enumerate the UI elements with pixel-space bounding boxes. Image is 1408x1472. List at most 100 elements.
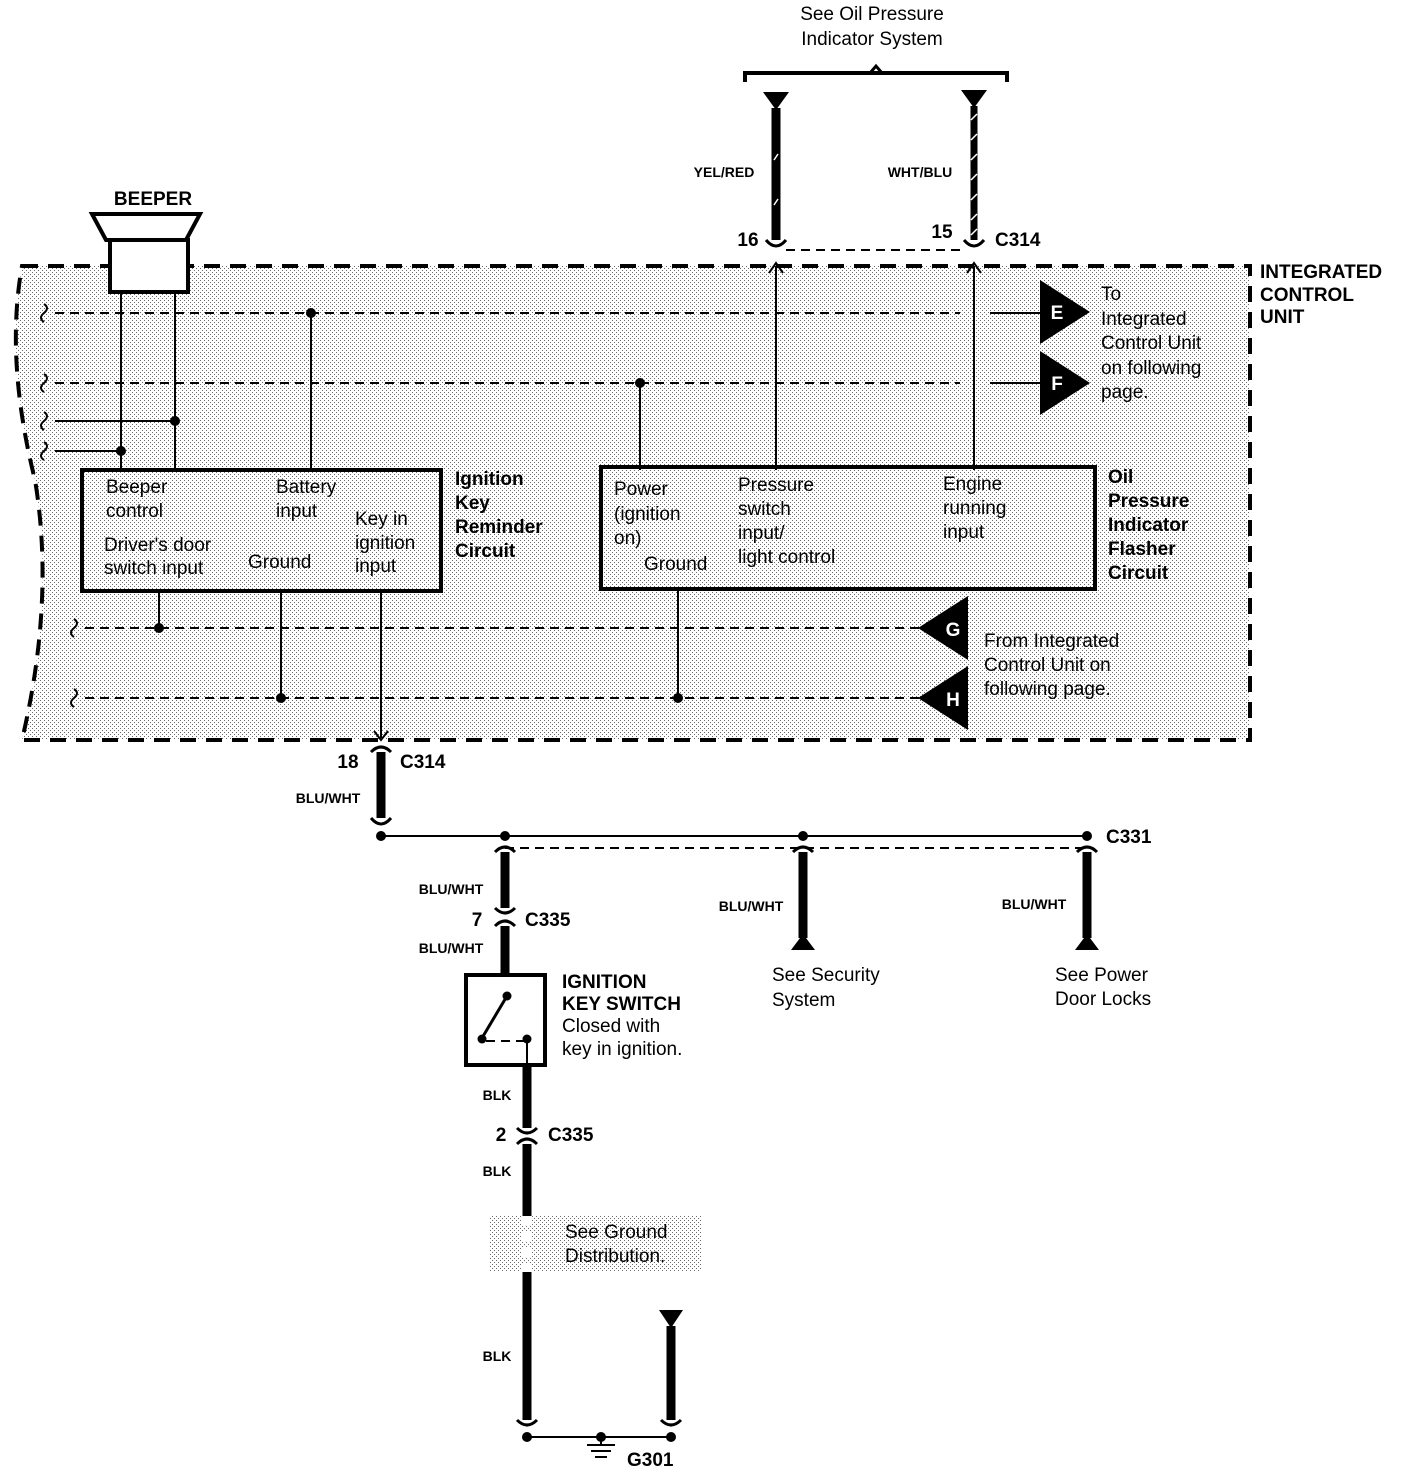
to-icu-line4: on following	[1101, 358, 1201, 379]
drivers-door-line2: switch input	[104, 558, 204, 579]
ignition-key-switch-box	[464, 973, 547, 1067]
c314-bottom-label: C314	[400, 752, 446, 773]
door-locks-ref-line1: See Power	[1055, 965, 1149, 986]
c331-label: C331	[1106, 827, 1152, 848]
engine-running-line3: input	[943, 522, 985, 543]
beeper-control-line2: control	[106, 501, 163, 522]
door-locks-wire-label: BLU/WHT	[1002, 896, 1067, 912]
ikr-title-line3: Reminder	[455, 517, 543, 538]
pressure-switch-line2: switch	[738, 499, 791, 520]
switch-blade	[480, 995, 509, 1039]
opf-ground-label: Ground	[644, 554, 707, 575]
squiggle-2-icon	[40, 373, 48, 393]
to-icu-line2: Integrated	[1101, 309, 1187, 330]
squiggle-1-icon	[40, 303, 48, 323]
pressure-switch-line4: light control	[738, 547, 835, 568]
blk-label-3: BLK	[483, 1348, 512, 1364]
c335-pin2-icon	[515, 1126, 539, 1146]
oil-pressure-ref-line2: Indicator System	[801, 29, 943, 50]
engine-running-line2: running	[943, 498, 1006, 519]
ignition-switch-title1: IGNITION	[562, 972, 646, 993]
engine-running-line1: Engine	[943, 474, 1002, 495]
security-socket	[791, 845, 815, 854]
c331-point-doorlocks	[1082, 831, 1092, 841]
squiggle-4-icon	[40, 441, 48, 461]
blk-label-2: BLK	[483, 1163, 512, 1179]
ikr-title-line4: Circuit	[455, 541, 516, 562]
splice-door	[170, 416, 180, 426]
splice-opf-ground	[673, 693, 683, 703]
pin-2-label: 2	[496, 1125, 507, 1146]
page-ref-e-icon	[1040, 280, 1090, 344]
pin-16-label: 16	[737, 230, 758, 251]
c331-point-security	[798, 831, 808, 841]
blu-wht-switch-label-upper: BLU/WHT	[419, 881, 484, 897]
power-line2: (ignition	[614, 504, 681, 525]
splice-battery	[306, 308, 316, 318]
page-ref-h-icon	[918, 666, 968, 730]
c335-pin7-icon	[493, 906, 517, 928]
key-in-ignition-line1: Key in	[355, 509, 408, 530]
opf-title-line3: Indicator	[1108, 515, 1189, 536]
battery-input-line2: input	[276, 501, 318, 522]
pin-18-label: 18	[337, 752, 358, 773]
from-icu-line1: From Integrated	[984, 631, 1119, 652]
switch-contact-left	[477, 1034, 487, 1044]
from-icu-line3: following page.	[984, 679, 1111, 700]
ground-feed-arrow-icon	[659, 1310, 683, 1328]
blu-wht-main-end	[369, 816, 393, 826]
key-in-ignition-line3: input	[355, 556, 397, 577]
splice-power	[635, 378, 645, 388]
squiggle-5-icon	[70, 618, 78, 638]
splice-ikr-ground	[276, 693, 286, 703]
key-in-ignition-line2: ignition	[355, 533, 415, 554]
beeper-horn-icon	[88, 212, 204, 242]
ikr-title-line1: Ignition	[455, 469, 524, 490]
ignition-switch-desc1: Closed with	[562, 1016, 660, 1037]
opf-title-line5: Circuit	[1108, 563, 1169, 584]
page-ref-g-letter: G	[946, 620, 961, 641]
opf-title-line2: Pressure	[1108, 491, 1189, 512]
power-line3: on)	[614, 528, 641, 549]
yel-red-stripe	[773, 153, 779, 206]
to-icu-line1: To	[1101, 284, 1121, 305]
ikr-title-line2: Key	[455, 493, 490, 514]
splice-beeper	[116, 446, 126, 456]
icu-label-line3: UNIT	[1260, 307, 1305, 328]
yel-red-arrow-icon	[763, 92, 789, 110]
wht-blu-stripe	[970, 113, 978, 236]
ground-symbol-icon	[587, 1437, 615, 1458]
c314-top-label: C314	[995, 230, 1041, 251]
blu-wht-main-label: BLU/WHT	[296, 790, 361, 806]
beeper-body	[108, 238, 190, 294]
pressure-switch-line3: input/	[738, 523, 785, 544]
ikr-ground-label: Ground	[248, 552, 311, 573]
ground-ref-line1: See Ground	[565, 1222, 667, 1243]
icu-label-line1: INTEGRATED	[1260, 262, 1382, 283]
opf-title-line4: Flasher	[1108, 539, 1176, 560]
wht-blu-label: WHT/BLU	[888, 164, 953, 180]
battery-input-line1: Battery	[276, 477, 337, 498]
ignition-key-reminder-box	[80, 468, 443, 593]
drivers-door-line1: Driver's door	[104, 535, 212, 556]
opf-title-line1: Oil	[1108, 467, 1133, 488]
door-locks-arrow-icon	[1075, 934, 1099, 950]
security-ref-line2: System	[772, 990, 835, 1011]
c314-top-sockets	[764, 238, 986, 248]
pin-15-label: 15	[931, 222, 953, 243]
to-icu-line3: Control Unit	[1101, 333, 1202, 354]
power-line1: Power	[614, 479, 669, 500]
yel-red-label: YEL/RED	[694, 164, 755, 180]
beeper-label: BEEPER	[114, 189, 192, 210]
splice-door-lower	[154, 623, 164, 633]
security-ref-line1: See Security	[772, 965, 880, 986]
beeper-control-line1: Beeper	[106, 477, 168, 498]
c331-point-switch	[500, 831, 510, 841]
door-locks-ref-line2: Door Locks	[1055, 989, 1151, 1010]
security-wire-label: BLU/WHT	[719, 898, 784, 914]
security-arrow-icon	[791, 934, 815, 950]
oil-pressure-flasher-box	[599, 465, 1097, 591]
page-ref-f-icon	[1040, 351, 1090, 415]
page-ref-h-letter: H	[946, 690, 960, 711]
c314-pin18-socket	[369, 745, 393, 754]
